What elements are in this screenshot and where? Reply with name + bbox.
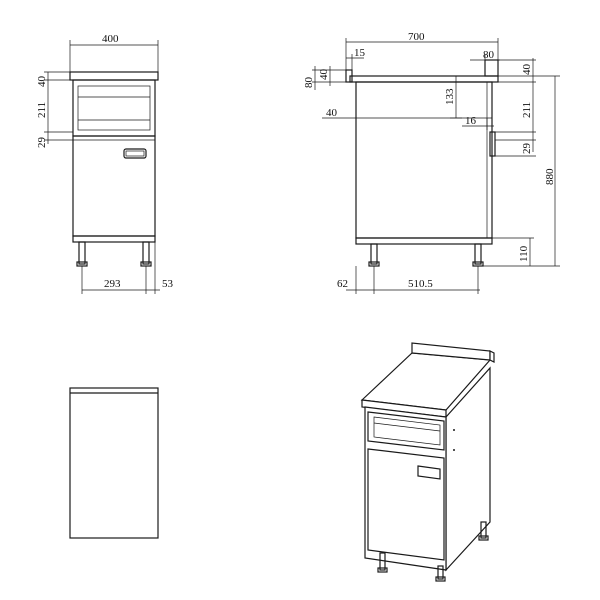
side-back-bracket xyxy=(489,131,496,157)
front-opening-frame xyxy=(72,79,156,137)
dim-side-back: 80 xyxy=(483,49,495,61)
dim-side-lip: 15 xyxy=(354,47,366,59)
front-opening-inner xyxy=(77,85,151,131)
dim-side-16: 16 xyxy=(465,115,477,127)
dim-side-base: 510.5 xyxy=(408,278,433,290)
iso-door-handle xyxy=(417,465,441,480)
dim-side-211: 211 xyxy=(521,102,533,118)
dim-side-width: 700 xyxy=(408,31,425,43)
top-view-outline xyxy=(69,387,159,539)
side-body xyxy=(355,81,493,239)
front-door-handle xyxy=(123,148,147,159)
dim-front-top: 40 xyxy=(36,76,48,88)
dim-side-top-right: 40 xyxy=(521,64,533,76)
front-leg-right xyxy=(142,241,150,265)
side-worktop xyxy=(349,75,499,83)
iso-leg-back-right xyxy=(480,521,487,539)
dim-side-leg: 110 xyxy=(518,245,530,262)
dim-side-rim-small: 40 xyxy=(318,69,330,81)
side-view: 700 15 80 80 40 40 133 16 211 xyxy=(303,31,560,294)
dim-side-height: 880 xyxy=(544,168,556,185)
front-door-handle-inner xyxy=(125,150,145,157)
dim-front-depth-a: 293 xyxy=(104,278,121,290)
side-leg-back xyxy=(474,243,482,265)
dim-front-depth-b: 53 xyxy=(162,278,174,290)
iso-door xyxy=(367,448,445,561)
dim-side-62: 62 xyxy=(337,278,348,290)
dim-front-gap: 29 xyxy=(36,137,48,149)
side-upstand xyxy=(484,59,499,77)
iso-leg-front-left xyxy=(379,552,386,571)
side-base xyxy=(355,237,493,245)
side-leg-front xyxy=(370,243,378,265)
dim-side-rim: 80 xyxy=(303,77,315,89)
dim-side-29: 29 xyxy=(521,143,533,155)
dim-front-opening: 211 xyxy=(36,102,48,118)
dim-front-width: 400 xyxy=(102,33,119,45)
dim-side-40-left: 40 xyxy=(326,107,338,119)
front-view: 400 40 211 29 293 53 xyxy=(36,33,174,294)
iso-leg-front-right xyxy=(437,565,444,580)
front-leg-left xyxy=(78,241,86,265)
front-base-strip xyxy=(72,235,156,243)
isometric-view xyxy=(360,342,495,582)
top-view xyxy=(69,387,159,539)
front-top-slab xyxy=(69,71,159,81)
iso-opening xyxy=(367,411,445,451)
dim-side-133: 133 xyxy=(444,88,456,105)
